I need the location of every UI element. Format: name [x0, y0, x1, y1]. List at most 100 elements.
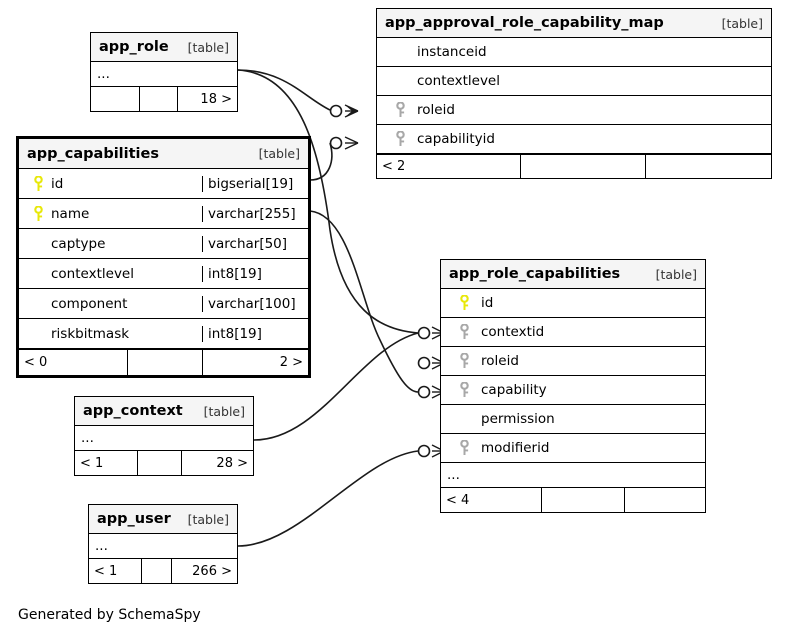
table-app-role-capabilities[interactable]: app_role_capabilities [table] id context…: [440, 259, 706, 513]
column-name: component: [51, 295, 128, 312]
column-name: permission: [481, 411, 555, 427]
column-row[interactable]: component varchar[100]: [19, 289, 308, 319]
column-row[interactable]: roleid: [441, 347, 705, 376]
generated-by-note: Generated by SchemaSpy: [18, 607, 201, 623]
table-app-user[interactable]: app_user [table] ... < 1 266 >: [88, 504, 238, 584]
footer-middle: [520, 155, 645, 178]
column-type: varchar[100]: [202, 295, 308, 312]
cardinality-zero-circle: [417, 444, 431, 458]
column-row[interactable]: instanceid: [377, 38, 771, 67]
column-row[interactable]: modifierid: [441, 434, 705, 463]
column-row[interactable]: roleid: [377, 96, 771, 125]
column-row[interactable]: capability: [441, 376, 705, 405]
table-footer: < 1 266 >: [89, 559, 237, 583]
table-name: app_approval_role_capability_map: [385, 15, 664, 31]
footer-middle: [139, 87, 177, 111]
column-row[interactable]: captype varchar[50]: [19, 229, 308, 259]
cardinality-zero-circle: [417, 385, 431, 399]
cardinality-zero-circle: [417, 326, 431, 340]
primary-key-icon: [447, 295, 481, 311]
footer-children: 18 >: [177, 87, 237, 111]
column-row[interactable]: contextid: [441, 318, 705, 347]
foreign-key-icon: [447, 382, 481, 398]
table-footer: < 2: [377, 154, 771, 178]
footer-children: [645, 155, 771, 178]
table-footer: < 4: [441, 488, 705, 512]
table-header: app_capabilities [table]: [19, 139, 308, 169]
column-name: capabilityid: [417, 131, 495, 147]
table-name: app_role: [99, 39, 169, 55]
collapsed-columns-indicator: ...: [91, 62, 237, 87]
foreign-key-icon: [447, 324, 481, 340]
column-type: bigserial[19]: [202, 175, 308, 192]
column-row[interactable]: capabilityid: [377, 125, 771, 154]
cardinality-zero-circle: [417, 356, 431, 370]
footer-parents: < 1: [94, 563, 118, 579]
table-type-tag: [table]: [258, 146, 300, 161]
column-name: contextid: [481, 324, 545, 340]
column-row[interactable]: contextlevel: [377, 67, 771, 96]
footer-children: 2 >: [202, 350, 308, 375]
column-row[interactable]: id bigserial[19]: [19, 169, 308, 199]
table-name: app_user: [97, 511, 171, 527]
column-row[interactable]: permission: [441, 405, 705, 434]
column-row[interactable]: name varchar[255]: [19, 199, 308, 229]
footer-parents: < 0: [24, 355, 48, 370]
table-header: app_context [table]: [75, 397, 253, 426]
cardinality-zero-circle: [329, 136, 343, 150]
table-app-approval-role-capability-map[interactable]: app_approval_role_capability_map [table]…: [376, 8, 772, 179]
table-app-capabilities[interactable]: app_capabilities [table] id bigserial[19…: [16, 136, 311, 378]
edge-app-user-to-role-capabilities: [237, 450, 419, 547]
table-type-tag: [table]: [655, 266, 697, 282]
foreign-key-icon: [447, 353, 481, 369]
column-type: varchar[255]: [202, 205, 308, 222]
table-name: app_context: [83, 403, 183, 419]
footer-parents: < 1: [80, 455, 104, 471]
footer-middle: [127, 350, 202, 375]
table-app-context[interactable]: app_context [table] ... < 1 28 >: [74, 396, 254, 476]
column-row[interactable]: contextlevel int8[19]: [19, 259, 308, 289]
foreign-key-icon: [383, 131, 417, 147]
column-name: contextlevel: [51, 265, 134, 282]
column-name: roleid: [481, 353, 519, 369]
column-type: int8[19]: [202, 265, 308, 282]
cardinality-many-fork: [345, 105, 358, 117]
table-header: app_user [table]: [89, 505, 237, 534]
column-type: int8[19]: [202, 325, 308, 342]
column-name: roleid: [417, 102, 455, 118]
footer-middle: [541, 488, 624, 512]
column-name: instanceid: [417, 44, 487, 60]
footer-middle: [137, 451, 181, 475]
footer-parents: [91, 87, 139, 111]
table-app-role[interactable]: app_role [table] ... 18 >: [90, 32, 238, 112]
table-name: app_capabilities: [27, 145, 159, 162]
column-name: id: [481, 295, 494, 311]
footer-parents: < 4: [446, 492, 470, 508]
column-name: name: [51, 205, 90, 222]
table-footer: < 1 28 >: [75, 451, 253, 475]
column-name: capability: [481, 382, 547, 398]
column-row[interactable]: id: [441, 289, 705, 318]
foreign-key-icon: [447, 440, 481, 456]
table-header: app_role_capabilities [table]: [441, 260, 705, 289]
column-name: captype: [51, 235, 106, 252]
table-name: app_role_capabilities: [449, 266, 621, 282]
column-row[interactable]: riskbitmask int8[19]: [19, 319, 308, 349]
footer-children: 28 >: [181, 451, 253, 475]
cardinality-zero-circle: [329, 104, 343, 118]
primary-key-icon: [25, 205, 51, 222]
edge-capabilities-id-to-approval-map: [309, 142, 333, 181]
column-name: riskbitmask: [51, 325, 130, 342]
footer-parents: < 2: [382, 159, 406, 174]
edge-capabilities-name-to-role-capabilities: [309, 210, 419, 393]
footer-children: 266 >: [171, 559, 237, 583]
table-header: app_approval_role_capability_map [table]: [377, 9, 771, 38]
table-footer: < 0 2 >: [19, 349, 308, 375]
table-type-tag: [table]: [721, 15, 763, 31]
column-name: id: [51, 175, 64, 192]
footer-children: [624, 488, 705, 512]
collapsed-columns-indicator: ...: [89, 534, 237, 559]
collapsed-columns-indicator: ...: [441, 463, 705, 488]
table-footer: 18 >: [91, 87, 237, 111]
